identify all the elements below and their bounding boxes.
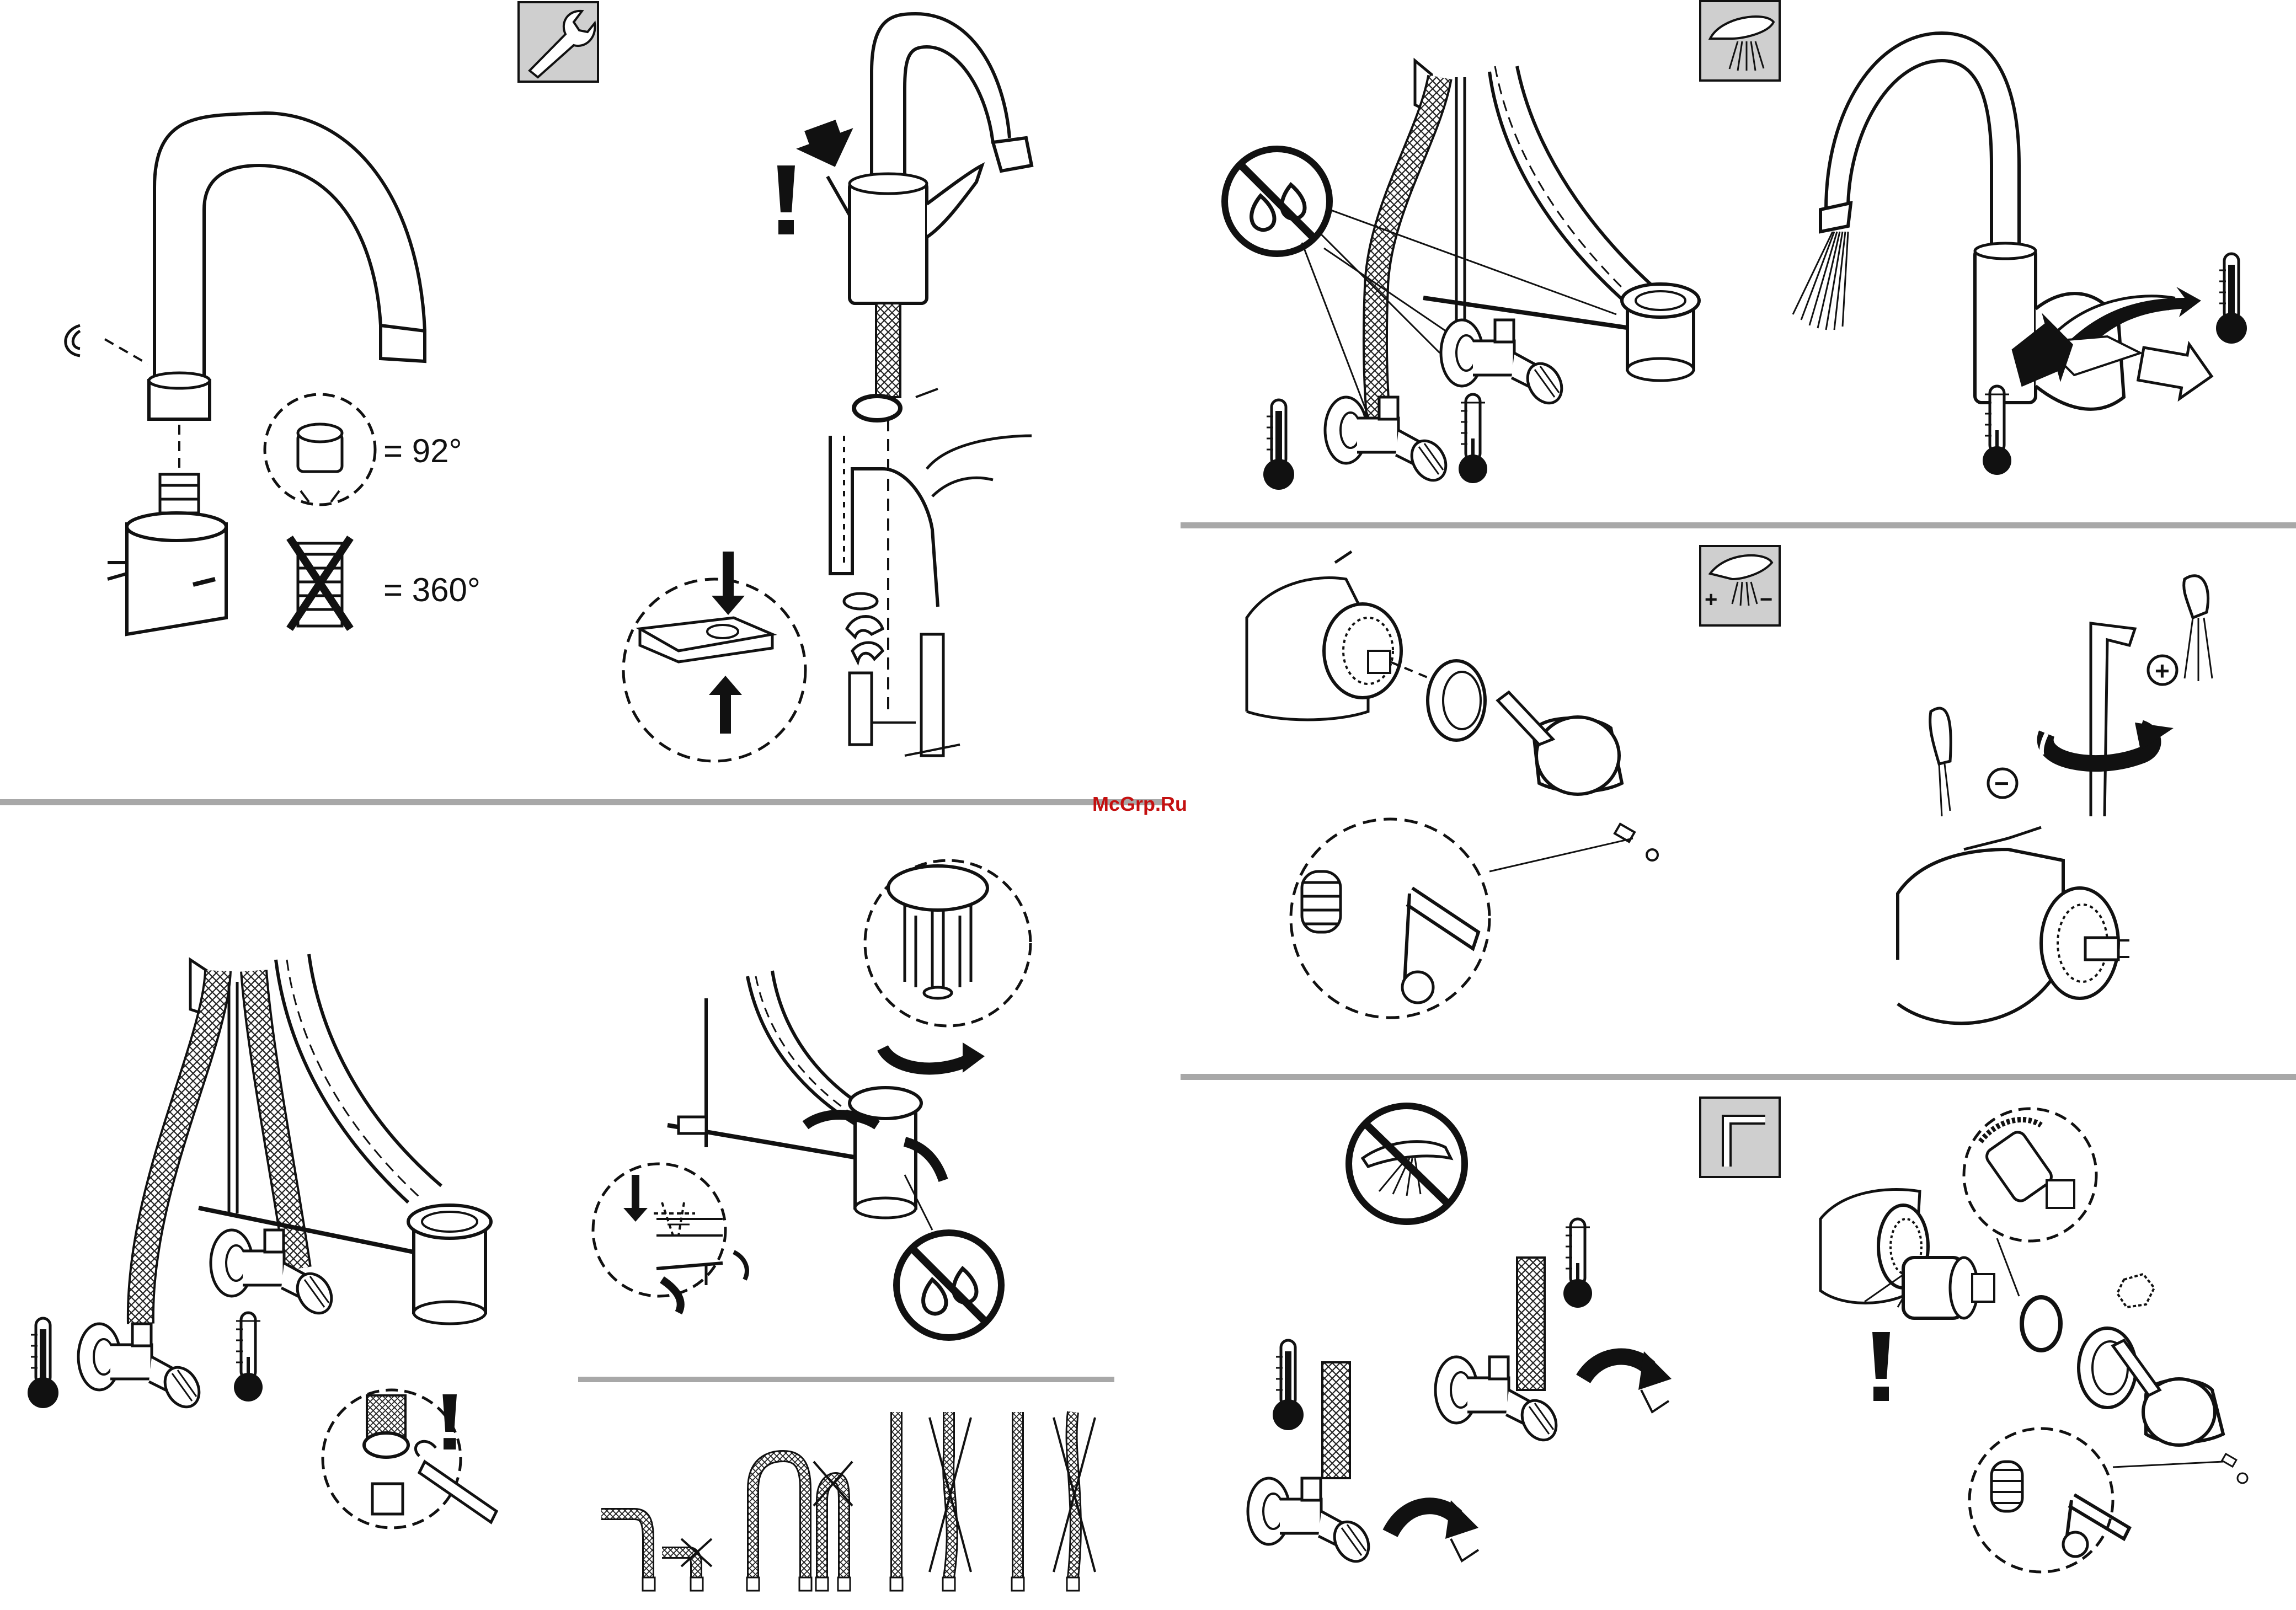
plus-sign: + [1705, 587, 1717, 612]
increase-sign: + [2155, 656, 2170, 685]
hex-key-icon [1700, 1098, 1780, 1177]
rotation-limit-360-label: = 360° [383, 571, 480, 608]
faucet-spray-icon [1700, 1, 1780, 81]
wrench-icon [519, 2, 598, 82]
watermark: McGrp.Ru [1092, 793, 1187, 815]
minus-sign: − [1760, 587, 1772, 612]
decrease-sign: − [1994, 769, 2009, 798]
rotation-limit-92-label: = 92° [383, 432, 462, 469]
faucet-plus-minus-icon: + − [1700, 546, 1780, 625]
